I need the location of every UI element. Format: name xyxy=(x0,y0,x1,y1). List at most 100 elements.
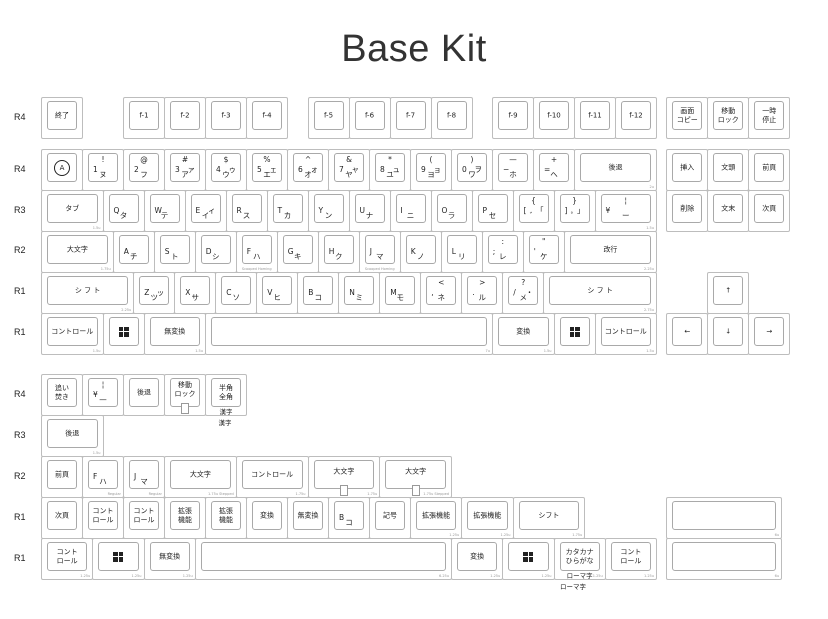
key[interactable]: 文末 xyxy=(707,190,750,232)
key[interactable]: f-10 xyxy=(533,97,575,139)
key[interactable]: 7u xyxy=(205,313,493,355)
key[interactable]: ?/・メ xyxy=(502,272,545,314)
key[interactable]: 変換 xyxy=(246,497,288,539)
key[interactable]: ↓ xyxy=(707,313,750,355)
key[interactable]: f-5 xyxy=(307,97,350,139)
key[interactable]: f-1 xyxy=(123,97,165,139)
key[interactable]: 前頁 xyxy=(41,456,83,498)
key[interactable]: :;レ xyxy=(481,231,524,273)
key[interactable]: 移動 ロック xyxy=(707,97,750,139)
key[interactable]: 一時 停止 xyxy=(748,97,791,139)
key[interactable]: f-8 xyxy=(430,97,473,139)
key[interactable] xyxy=(102,313,145,355)
key[interactable]: f-12 xyxy=(615,97,657,139)
key[interactable]: 6u xyxy=(666,538,783,580)
key[interactable]: ¦¥— xyxy=(82,374,124,416)
key[interactable]: 6.25u xyxy=(194,538,452,580)
key[interactable]: ← xyxy=(666,313,709,355)
key[interactable]: 削除 xyxy=(666,190,709,232)
key[interactable]: 拡張 機能 xyxy=(205,497,247,539)
key[interactable]: >.ル xyxy=(461,272,504,314)
key[interactable]: 挿入 xyxy=(666,149,709,191)
key[interactable]: +=ヘ xyxy=(533,149,575,191)
key[interactable]: f-11 xyxy=(574,97,616,139)
key[interactable]: "'ケ xyxy=(522,231,565,273)
key[interactable]: f-6 xyxy=(348,97,391,139)
key[interactable]: 次頁 xyxy=(748,190,791,232)
key[interactable]: 画面 コピー xyxy=(666,97,709,139)
key[interactable]: {[「゛ xyxy=(512,190,555,232)
key[interactable]: 文頭 xyxy=(707,149,750,191)
key[interactable]: → xyxy=(748,313,791,355)
key[interactable]: 1.25u xyxy=(502,538,555,580)
key[interactable]: 終了 xyxy=(41,97,83,139)
key[interactable]: 6u xyxy=(666,497,783,539)
key[interactable]: <,ネ xyxy=(420,272,463,314)
key[interactable] xyxy=(553,313,596,355)
key[interactable]: コント ロール xyxy=(82,497,124,539)
key[interactable]: 半角 全角漢字 xyxy=(205,374,247,416)
key[interactable]: 移動 ロック xyxy=(164,374,206,416)
key[interactable]: ↑ xyxy=(707,272,750,314)
key[interactable]: 次頁 xyxy=(41,497,83,539)
key[interactable]: —−ホ xyxy=(492,149,534,191)
key[interactable]: 前頁 xyxy=(748,149,791,191)
key[interactable]: }]」゜ xyxy=(553,190,596,232)
key[interactable]: f-4 xyxy=(246,97,288,139)
key[interactable]: 後退 xyxy=(123,374,165,416)
key[interactable]: f-7 xyxy=(389,97,432,139)
